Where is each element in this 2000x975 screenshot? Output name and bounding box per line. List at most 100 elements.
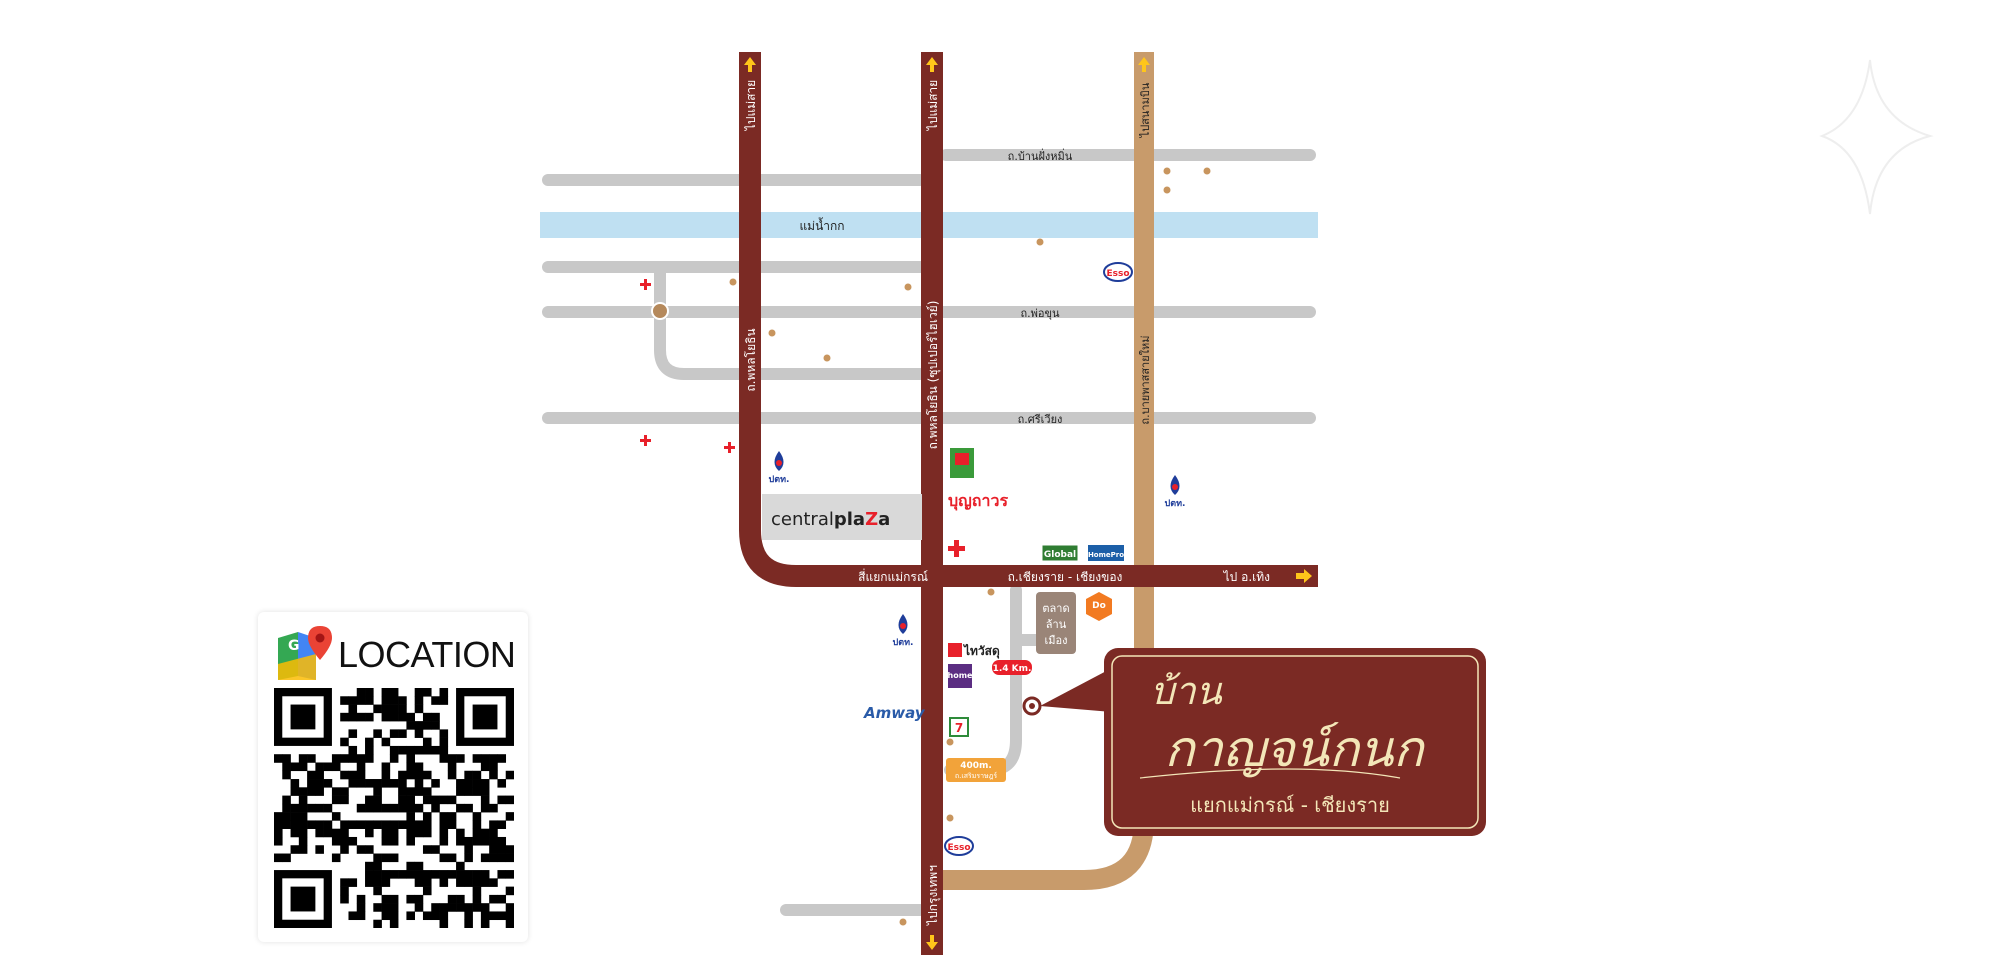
qr-module	[505, 795, 514, 805]
qr-module	[282, 762, 291, 772]
qr-module	[422, 688, 432, 697]
qr-module	[356, 911, 366, 921]
global-label: Global	[1044, 550, 1076, 560]
qr-module	[489, 845, 498, 854]
qr-module	[472, 878, 482, 887]
phahonyothin-main-label: ถ.พหลโยธิน (ซุปเปอร์ไฮเวย์)	[926, 301, 941, 450]
qr-finder-inner	[290, 886, 316, 912]
location-title: LOCATION	[338, 634, 516, 675]
qr-module	[414, 745, 424, 755]
qr-module	[282, 770, 291, 780]
qr-module	[422, 911, 432, 921]
arrow-up-icon	[1138, 57, 1150, 72]
qr-module	[439, 878, 449, 887]
qr-module	[381, 828, 391, 838]
home-store-logo: home	[948, 664, 973, 688]
qr-module	[282, 754, 291, 763]
qr-code[interactable]	[274, 688, 514, 928]
qr-module	[340, 712, 349, 722]
qr-module	[365, 688, 374, 697]
qr-module	[381, 779, 391, 788]
qr-module	[389, 729, 399, 738]
qr-module	[315, 779, 324, 788]
qr-module	[290, 812, 300, 821]
qr-module	[431, 779, 440, 788]
central-plaza-logo: centralplaZa	[771, 509, 890, 530]
qr-module	[431, 903, 440, 912]
project-callout: บ้าน กาญจน์กนก แยกแม่กรณ์ - เชียงราย	[1040, 648, 1486, 836]
qr-module	[389, 894, 399, 904]
qr-module	[497, 911, 507, 921]
qr-module	[414, 729, 424, 738]
qr-module	[472, 886, 482, 896]
location-card[interactable]: G LOCATION	[258, 612, 528, 942]
qr-module	[414, 903, 424, 912]
market-bg	[1036, 592, 1076, 654]
qr-module	[456, 836, 465, 846]
qr-module	[489, 878, 498, 887]
qr-module	[439, 870, 449, 879]
qr-module	[464, 911, 473, 921]
qr-module	[348, 704, 358, 714]
hospital-icon	[948, 540, 965, 557]
phahonyothin-left-road	[739, 52, 1318, 587]
hospital-markers	[640, 279, 965, 557]
global-house-logo: Global	[1041, 544, 1079, 562]
qr-module	[464, 870, 473, 879]
qr-module	[356, 894, 366, 904]
qr-module	[398, 803, 407, 813]
qr-module	[505, 770, 514, 780]
qr-module	[406, 754, 415, 763]
qr-module	[456, 861, 465, 871]
poi-dot	[904, 283, 912, 291]
qr-module	[340, 754, 349, 763]
qr-module	[315, 828, 324, 838]
distance-400m-label: 400m.	[960, 761, 992, 771]
qr-module	[307, 803, 316, 813]
qr-module	[472, 820, 482, 829]
callout-line-3: แยกแม่กรณ์ - เชียงราย	[1190, 793, 1390, 817]
qr-module	[381, 911, 391, 921]
poi-dot	[768, 329, 776, 337]
qr-module	[398, 729, 407, 738]
thai-watsadu-logo: ไทวัสดุ	[948, 643, 1000, 659]
map-pin-center-icon	[315, 633, 325, 643]
qr-module	[456, 803, 465, 813]
seven-eleven-digit: 7	[955, 721, 963, 735]
qr-module	[472, 812, 482, 821]
qr-module	[340, 820, 349, 829]
qr-module	[406, 812, 415, 821]
qr-module	[381, 712, 391, 722]
qr-module	[439, 688, 449, 697]
qr-module	[307, 820, 316, 829]
qr-module	[389, 853, 399, 863]
qr-module	[422, 795, 432, 805]
qr-module	[489, 853, 498, 863]
qr-module	[365, 754, 374, 763]
qr-module	[422, 721, 432, 730]
plaza-z-icon: Z	[865, 509, 878, 530]
qr-module	[431, 870, 440, 879]
qr-module	[480, 853, 490, 863]
central-text: central	[771, 509, 834, 530]
qr-module	[431, 745, 440, 755]
qr-module	[373, 861, 382, 871]
qr-module	[447, 770, 457, 780]
qr-module	[456, 828, 465, 838]
qr-module	[373, 779, 382, 788]
sparkle-icon	[1819, 59, 1934, 215]
distance-tag-bg	[992, 660, 1032, 675]
qr-module	[489, 911, 498, 921]
qr-module	[447, 812, 457, 821]
qr-module	[406, 836, 415, 846]
qr-module	[323, 803, 333, 813]
qr-module	[365, 696, 374, 705]
kok-river-label: แม่น้ำกก	[799, 217, 844, 233]
qr-module	[464, 787, 473, 796]
qr-module	[373, 795, 382, 805]
qr-module	[406, 770, 415, 780]
qr-module	[439, 903, 449, 912]
esso-station-bottom: Esso	[944, 836, 974, 856]
qr-module	[365, 745, 374, 755]
do-home-icon	[1086, 592, 1112, 621]
